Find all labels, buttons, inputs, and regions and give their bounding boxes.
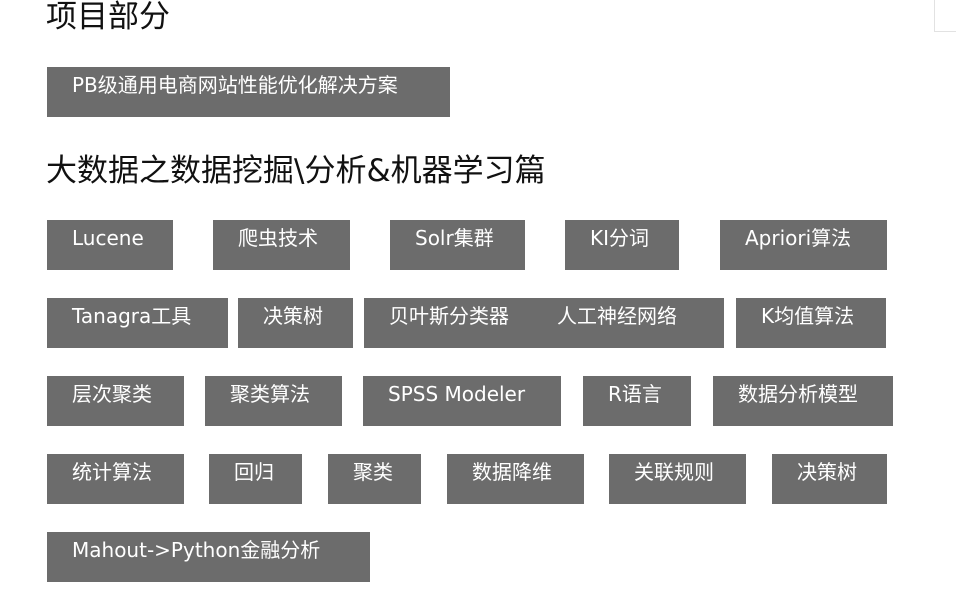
- tag-association-rules[interactable]: 关联规则: [609, 454, 746, 504]
- tag-statistical-algorithm[interactable]: 统计算法: [47, 454, 184, 504]
- tag-regression[interactable]: 回归: [209, 454, 302, 504]
- tag-dimensionality-reduction[interactable]: 数据降维: [447, 454, 584, 504]
- window-corner-frame: [934, 0, 956, 32]
- tag-bayes-and-neural[interactable]: 贝叶斯分类器 人工神经网络: [364, 298, 724, 348]
- tag-solr-cluster[interactable]: Solr集群: [390, 220, 525, 270]
- tag-mahout-python-finance[interactable]: Mahout->Python金融分析: [47, 532, 370, 582]
- tag-pb-ecommerce-optimization[interactable]: PB级通用电商网站性能优化解决方案: [47, 67, 450, 117]
- tag-neural-network[interactable]: 人工神经网络: [557, 304, 677, 328]
- tag-bayes-classifier[interactable]: 贝叶斯分类器: [389, 304, 509, 328]
- tag-ki-segmentation[interactable]: KI分词: [565, 220, 679, 270]
- tag-kmeans[interactable]: K均值算法: [736, 298, 886, 348]
- tag-crawler-tech[interactable]: 爬虫技术: [213, 220, 350, 270]
- tag-apriori[interactable]: Apriori算法: [720, 220, 887, 270]
- tag-r-language[interactable]: R语言: [583, 376, 691, 426]
- tag-hierarchical-clustering[interactable]: 层次聚类: [47, 376, 184, 426]
- tag-decision-tree-2[interactable]: 决策树: [772, 454, 887, 504]
- tag-clustering-algorithm[interactable]: 聚类算法: [205, 376, 342, 426]
- tag-data-analysis-model[interactable]: 数据分析模型: [713, 376, 893, 426]
- tag-spss-modeler[interactable]: SPSS Modeler: [363, 376, 561, 426]
- tag-clustering[interactable]: 聚类: [328, 454, 421, 504]
- tag-decision-tree[interactable]: 决策树: [238, 298, 353, 348]
- tag-lucene[interactable]: Lucene: [47, 220, 173, 270]
- tag-tanagra[interactable]: Tanagra工具: [47, 298, 228, 348]
- section-heading-bigdata: 大数据之数据挖掘\分析&机器学习篇: [46, 153, 546, 189]
- section-heading-project: 项目部分: [46, 0, 170, 35]
